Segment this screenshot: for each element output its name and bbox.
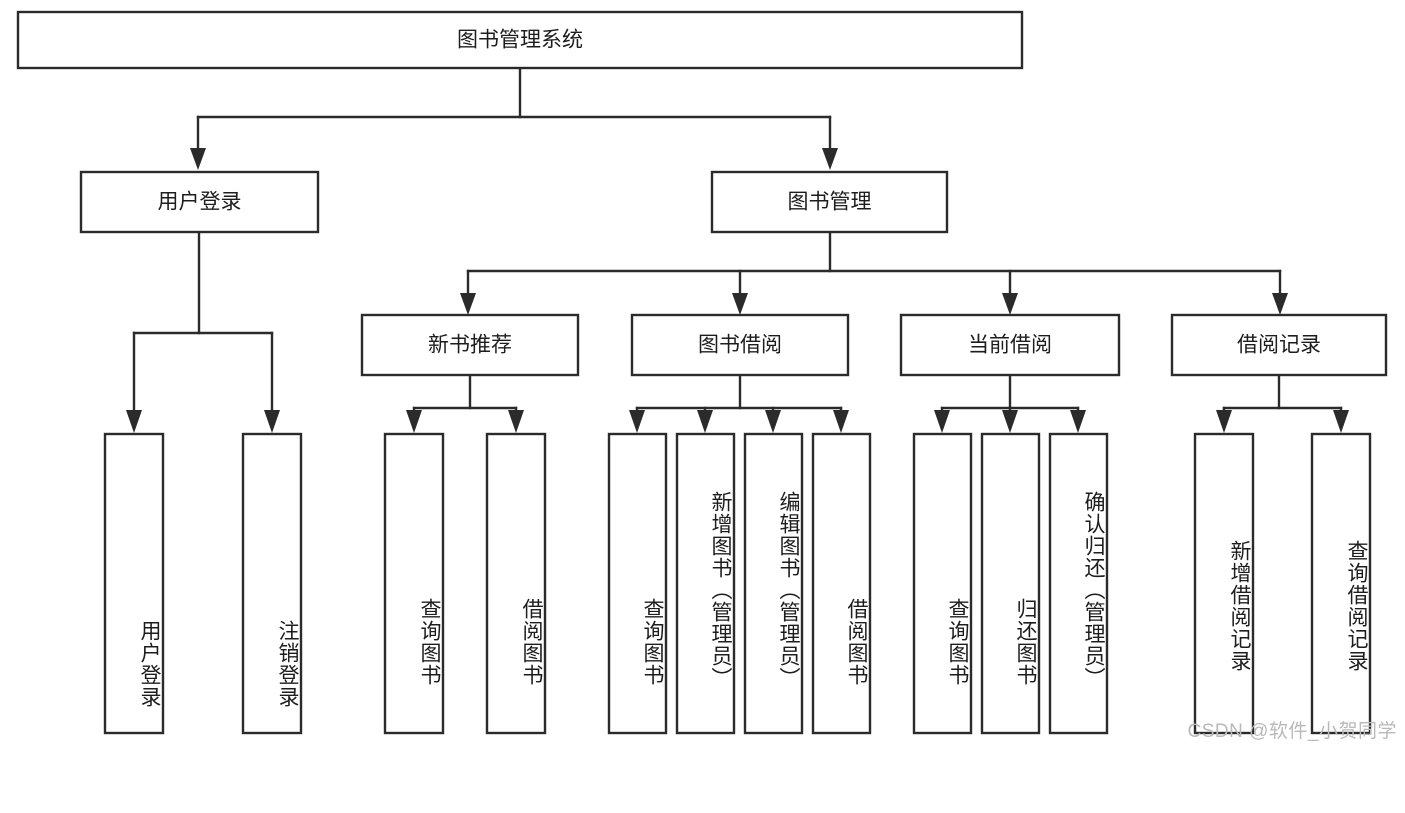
connector-records-to-leaves xyxy=(1216,373,1349,433)
node-borrow-records-label: 借阅记录 xyxy=(1237,334,1321,357)
leaf-return-book[interactable] xyxy=(980,432,1041,735)
csdn-watermark: CSDN @软件_小贺同学 xyxy=(1187,721,1397,742)
leaf-query-borrow-record[interactable] xyxy=(1310,432,1372,735)
diagram-canvas: 图书管理系统 用户登录 图书管理 新书推荐 图书借阅 当前借阅 借阅记录 xyxy=(16,10,1397,742)
node-root-label: 图书管理系统 xyxy=(457,29,583,52)
node-current-borrow-label: 当前借阅 xyxy=(968,334,1052,357)
connector-bookmgmt-to-level3 xyxy=(460,230,1288,315)
node-book-borrow-label: 图书借阅 xyxy=(698,334,782,357)
connector-current-to-leaves xyxy=(934,373,1086,433)
leaf-add-borrow-record[interactable] xyxy=(1193,432,1255,735)
node-root-book-management-system[interactable] xyxy=(16,10,1024,70)
node-user-login[interactable] xyxy=(79,170,320,234)
leaf-add-book-admin[interactable] xyxy=(675,432,736,735)
node-book-borrow[interactable] xyxy=(630,313,850,377)
leaf-query-book-current[interactable] xyxy=(912,432,973,735)
node-current-borrow[interactable] xyxy=(899,313,1121,377)
connector-newbook-to-leaves xyxy=(406,373,524,433)
node-new-book-recommend[interactable] xyxy=(360,313,580,377)
leaf-query-book-borrow[interactable] xyxy=(607,432,668,735)
leaf-query-book-newbook[interactable] xyxy=(383,432,445,735)
connector-borrow-to-leaves xyxy=(629,373,849,433)
leaf-borrow-book[interactable] xyxy=(811,432,872,735)
connector-root-to-level2 xyxy=(190,66,838,170)
leaf-edit-book-admin[interactable] xyxy=(743,432,804,735)
leaf-confirm-return-admin[interactable] xyxy=(1048,432,1109,735)
node-book-management[interactable] xyxy=(710,170,949,234)
leaf-logout[interactable] xyxy=(241,432,303,735)
hierarchy-tree-svg: 图书管理系统 用户登录 图书管理 新书推荐 图书借阅 当前借阅 借阅记录 xyxy=(16,10,1388,735)
connector-userlogin-to-leaves xyxy=(126,230,280,433)
node-book-management-label: 图书管理 xyxy=(788,191,872,214)
node-borrow-records[interactable] xyxy=(1170,313,1388,377)
leaf-user-login[interactable] xyxy=(103,432,165,735)
node-new-book-recommend-label: 新书推荐 xyxy=(428,334,512,357)
node-user-login-label: 用户登录 xyxy=(158,191,242,214)
leaf-borrow-book-newbook[interactable] xyxy=(485,432,547,735)
